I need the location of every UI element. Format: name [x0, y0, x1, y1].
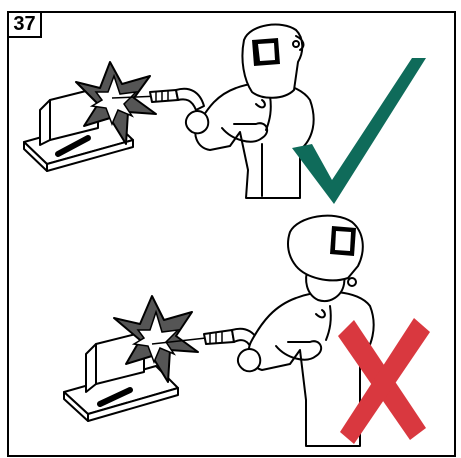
- correct-posture-illustration: [24, 25, 426, 204]
- welding-torch-top: [150, 89, 204, 110]
- figure-number: 37: [7, 11, 42, 38]
- incorrect-posture-illustration: [64, 216, 430, 446]
- welder-top: [186, 25, 314, 198]
